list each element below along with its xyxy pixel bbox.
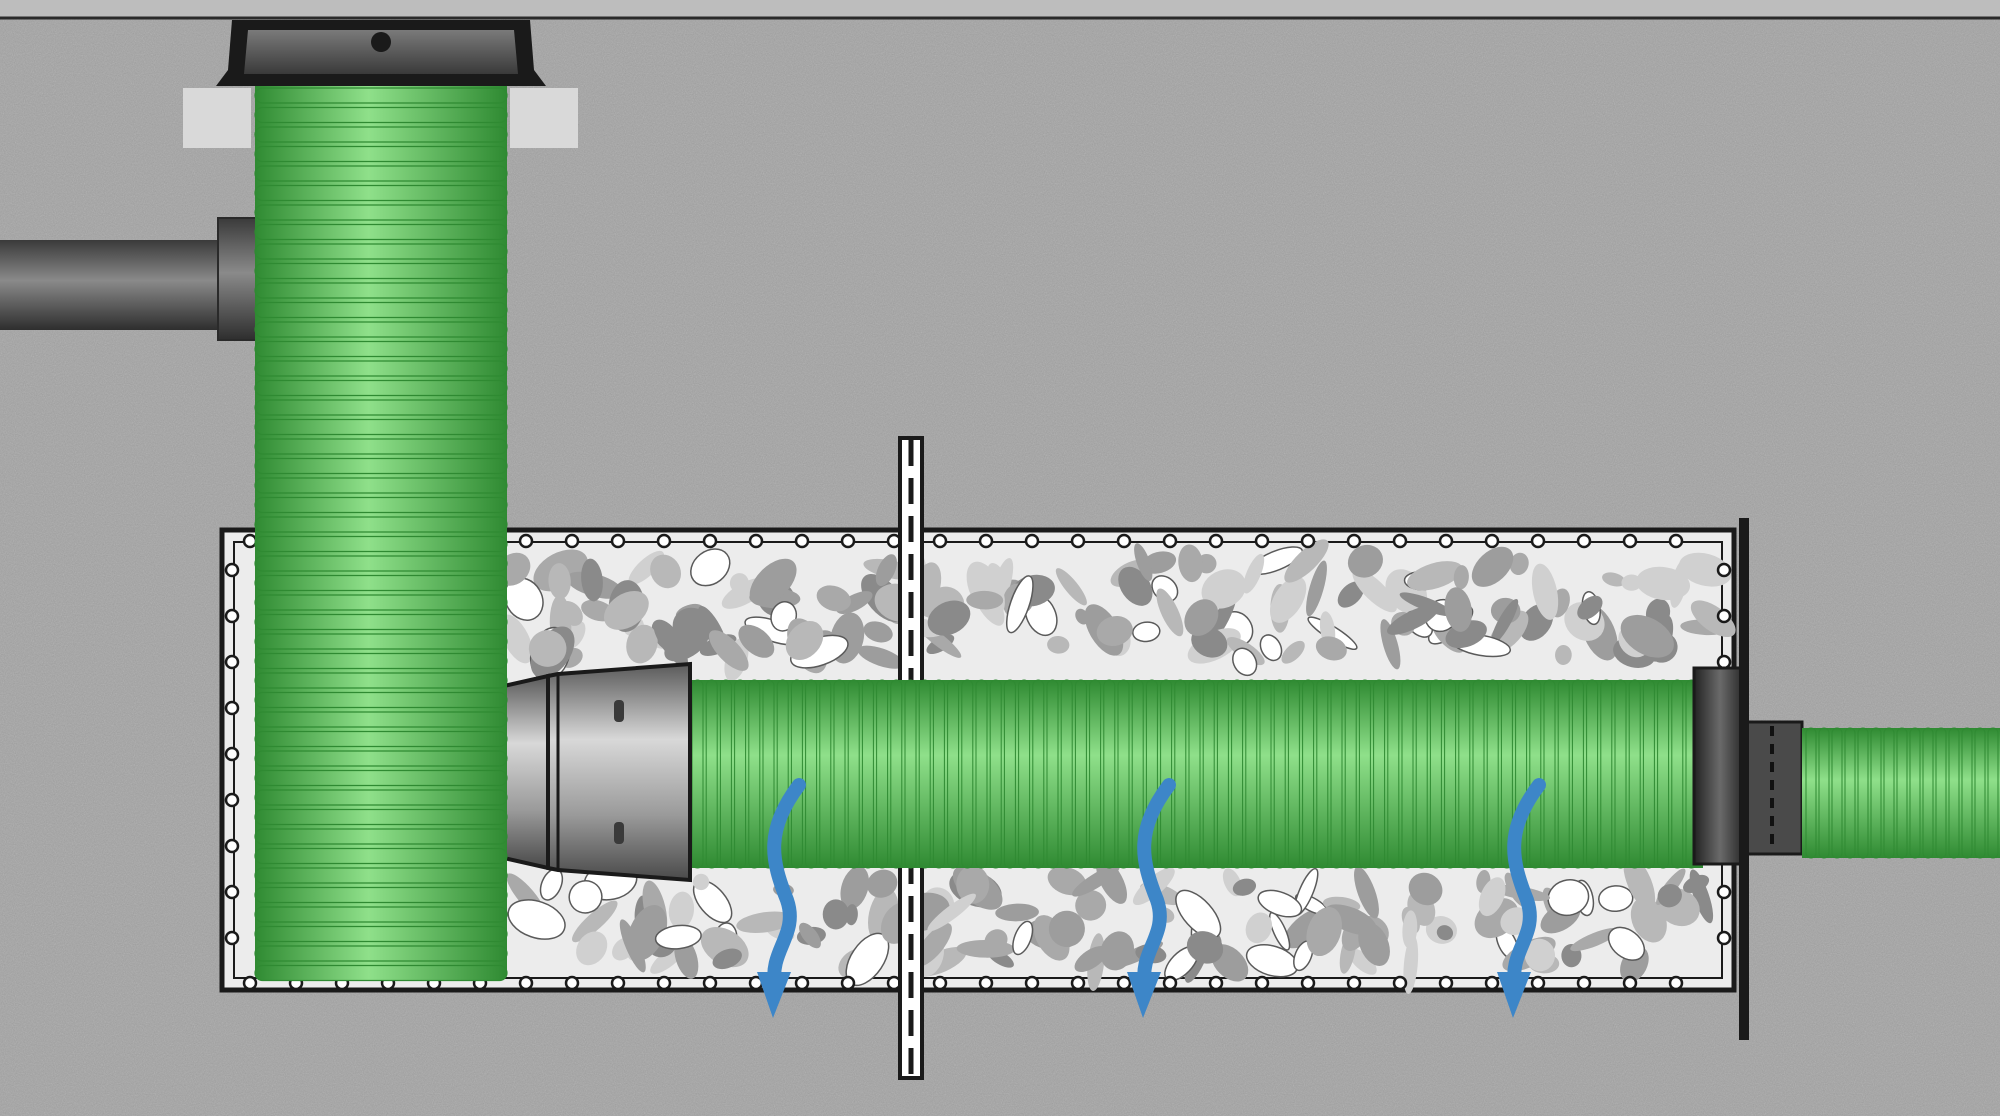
perforated-drain-pipe <box>688 679 1703 869</box>
outlet-pipe <box>1802 727 2000 859</box>
vertical-corrugated-shaft <box>254 82 508 982</box>
infiltration-arrows <box>757 778 1546 1018</box>
pipe-coupling <box>493 661 692 883</box>
manhole-cover <box>216 20 546 86</box>
ground-surface <box>0 0 2000 18</box>
frame-block-right <box>510 88 578 148</box>
end-cap <box>1692 666 1804 866</box>
gravel-stones <box>496 539 1736 995</box>
frame-block-left <box>183 88 251 148</box>
